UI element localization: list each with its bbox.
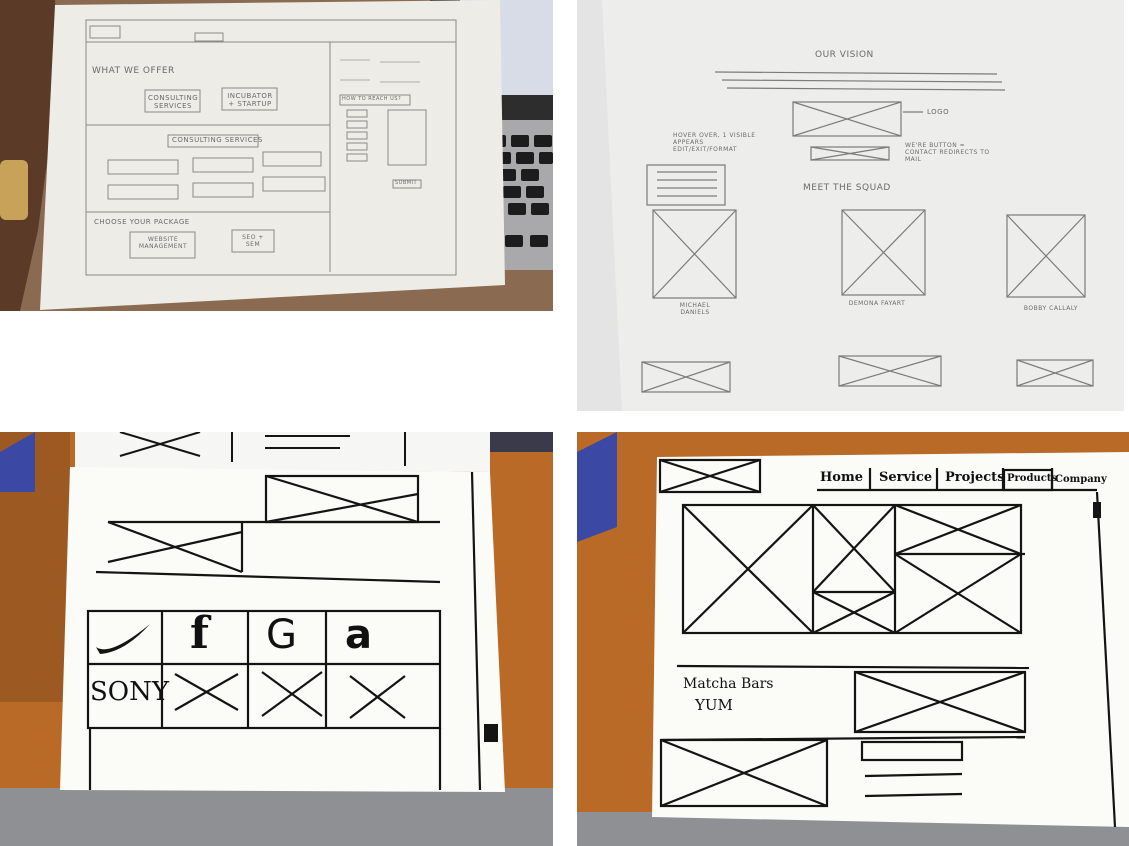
logo-note: LOGO xyxy=(927,108,950,116)
photo-client-logos: f G a SONY xyxy=(0,432,553,846)
submit-button: SUBMIT xyxy=(395,180,418,186)
sketch-drawing xyxy=(0,432,553,846)
website-management-button: WEBSITE MANAGEMENT xyxy=(138,236,188,250)
nav-service: Service xyxy=(879,470,933,485)
consulting-services-button: CONSULTING SERVICES xyxy=(148,94,199,110)
logo-facebook: f xyxy=(190,608,209,659)
logo-amazon: a xyxy=(345,612,372,658)
nav-home: Home xyxy=(820,470,863,485)
logo-sony: SONY xyxy=(90,677,170,707)
choose-package-label: CHOOSE YOUR PACKAGE xyxy=(94,218,190,226)
sketch-drawing xyxy=(577,432,1129,846)
photo-what-we-offer: WHAT WE OFFER CONSULTING SERVICES INCUBA… xyxy=(0,0,553,311)
nav-projects: Projects xyxy=(945,470,1005,485)
member-name-1: MICHAEL DANIELS xyxy=(679,302,711,316)
product-tagline: YUM xyxy=(695,696,733,714)
hover-note: HOVER OVER, 1 VISIBLE APPEARS EDIT/EXIT/… xyxy=(673,132,756,153)
member-name-2: DEMONA FAYART xyxy=(848,300,906,307)
button-note: WE'RE BUTTON = CONTACT REDIRECTS TO MAIL xyxy=(905,142,990,163)
nav-company: Company xyxy=(1055,474,1107,485)
member-name-3: BOBBY CALLALY xyxy=(1023,305,1079,312)
photo-our-vision: OUR VISION LOGO HOVER OVER, 1 VISIBLE AP… xyxy=(577,0,1124,411)
incubator-button: INCUBATOR + STARTUP xyxy=(227,92,273,108)
consulting-services-heading: CONSULTING SERVICES xyxy=(172,136,263,144)
meet-the-squad-heading: MEET THE SQUAD xyxy=(803,183,891,193)
label-what-we-offer: WHAT WE OFFER xyxy=(92,66,175,76)
logo-google: G xyxy=(266,612,297,658)
photo-homepage: Home Service Projects Products Company M… xyxy=(577,432,1129,846)
nav-products: Products xyxy=(1007,473,1058,484)
how-to-reach-label: HOW TO REACH US? xyxy=(342,96,402,102)
product-name: Matcha Bars xyxy=(683,676,774,692)
seo-sem-button: SEO + SEM xyxy=(242,234,264,248)
nike-swoosh-icon xyxy=(96,624,150,654)
our-vision-heading: OUR VISION xyxy=(815,50,874,60)
sketch-drawing xyxy=(577,0,1124,411)
sketch-drawing xyxy=(0,0,553,311)
